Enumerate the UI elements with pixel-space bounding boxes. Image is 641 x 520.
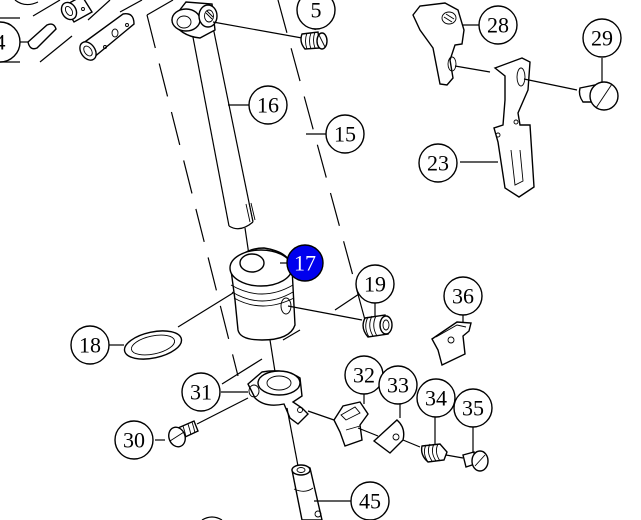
callout-18-circle [70, 325, 110, 365]
callout-19-label: 19 [364, 272, 386, 297]
callout-30-circle [114, 420, 154, 460]
screw-part-35 [462, 424, 489, 472]
callout-28-circle [478, 5, 518, 45]
lever-part-23 [460, 57, 578, 198]
callout-45-circle [350, 481, 390, 520]
callout-19-circle [355, 264, 395, 304]
pin-part [27, 23, 57, 50]
callout-31-circle [181, 372, 221, 412]
callout-18[interactable]: 18 [70, 325, 110, 365]
callout-32[interactable]: 32 [344, 355, 384, 395]
callout-5[interactable]: 5 [296, 0, 336, 30]
callout-33-label: 33 [387, 373, 409, 398]
callout-36[interactable]: 36 [443, 276, 483, 316]
bushing-top [60, 0, 93, 23]
callout-35[interactable]: 35 [453, 388, 493, 428]
clip-part-36 [431, 312, 472, 366]
screw-part-30 [155, 420, 199, 448]
callout-17[interactable]: 17 [286, 244, 324, 282]
callout-30-label: 30 [123, 428, 145, 453]
assembly-envelope-15 [146, 0, 366, 385]
callout-33-circle [378, 365, 418, 405]
callout-35-circle [453, 388, 493, 428]
callout-15-label: 15 [334, 122, 356, 147]
callout-29-circle [582, 18, 622, 58]
callout-23-circle [418, 143, 458, 183]
callout-23-label: 23 [427, 151, 449, 176]
callout-4-label: 4 [0, 30, 6, 55]
callout-32-label: 32 [353, 363, 375, 388]
screw-part-5 [300, 23, 328, 50]
spring-part-34 [420, 414, 464, 463]
callout-36-label: 36 [452, 284, 474, 309]
bushing-part-19 [362, 302, 393, 338]
bracket-part-28 [412, 2, 491, 86]
callout-4[interactable]: 4 [0, 21, 21, 63]
callout-31-label: 31 [190, 380, 212, 405]
bracket-part-32 [333, 392, 379, 447]
callout-29[interactable]: 29 [582, 18, 622, 58]
callout-17-label: 17 [294, 251, 316, 276]
screw-part-29 [578, 58, 619, 111]
o-ring-part-18 [109, 330, 183, 360]
callouts: 4 5 16 15 28 29 23 [0, 0, 622, 520]
clamp-part-31 [196, 370, 335, 467]
callout-31[interactable]: 31 [181, 372, 221, 412]
shaft-part-16 [171, 1, 303, 230]
bushing-middle [79, 13, 135, 61]
callout-18-label: 18 [79, 333, 101, 358]
callout-28-label: 28 [487, 13, 509, 38]
callout-34-circle [416, 378, 456, 418]
callout-5-circle [296, 0, 336, 30]
callout-5-label: 5 [311, 0, 322, 23]
callout-36-circle [443, 276, 483, 316]
rod-part-45 [201, 464, 352, 520]
callout-45-label: 45 [359, 489, 381, 514]
callout-34[interactable]: 34 [416, 378, 456, 418]
callout-29-label: 29 [591, 26, 613, 51]
plate-part-33 [372, 404, 421, 454]
callout-15[interactable]: 15 [325, 114, 365, 154]
top-left-parts [0, 0, 143, 63]
callout-33[interactable]: 33 [378, 365, 418, 405]
callout-23[interactable]: 23 [418, 143, 458, 183]
callout-16-label: 16 [257, 93, 279, 118]
piston-part-17 [177, 227, 363, 379]
callout-30[interactable]: 30 [114, 420, 154, 460]
callout-35-label: 35 [462, 396, 484, 421]
callout-28[interactable]: 28 [478, 5, 518, 45]
callout-19[interactable]: 19 [355, 264, 395, 304]
callout-45[interactable]: 45 [350, 481, 390, 520]
callout-16[interactable]: 16 [248, 85, 288, 125]
callout-34-label: 34 [425, 386, 447, 411]
